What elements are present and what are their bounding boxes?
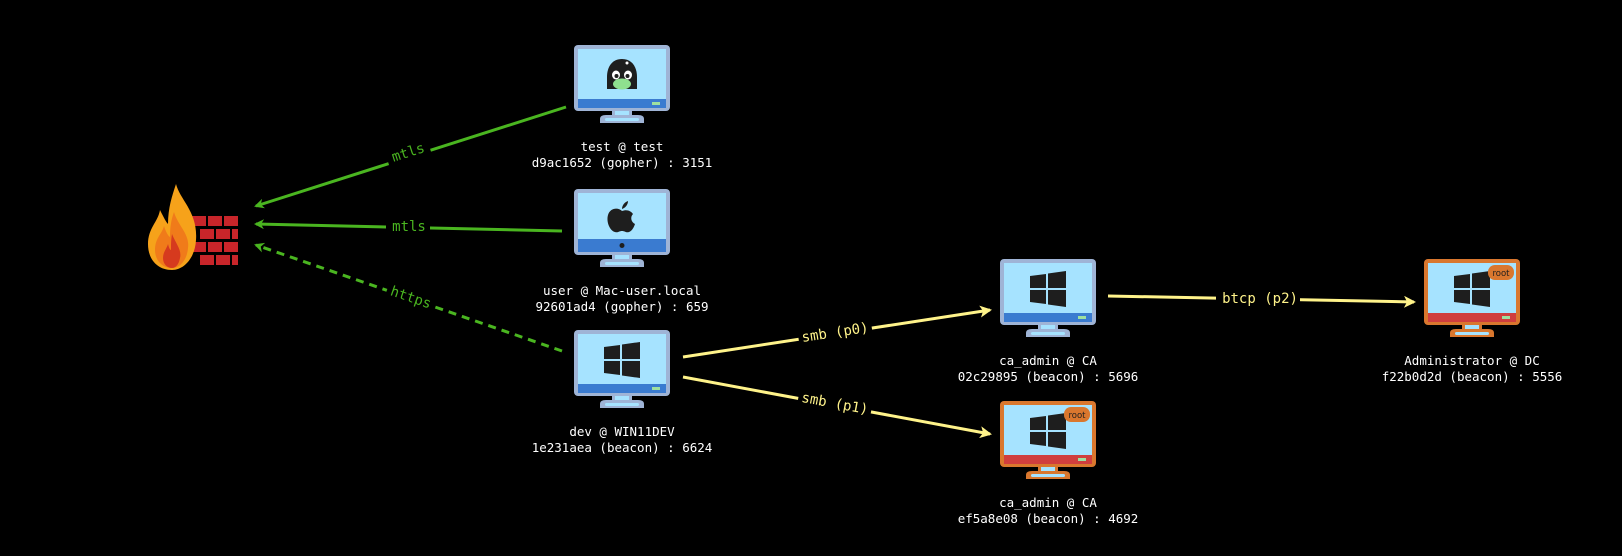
node-user-host: ca_admin @ CA	[999, 353, 1097, 368]
edge-label: btcp (p2)	[1222, 291, 1298, 307]
windows-icon	[604, 342, 640, 378]
session-node-dc[interactable]: root Administrator @ DC f22b0d2d (beacon…	[1352, 257, 1592, 385]
session-node-ca1[interactable]: root ca_admin @ CA ef5a8e08 (beacon) : 4…	[928, 399, 1168, 527]
node-session-info: ef5a8e08 (beacon) : 4692	[957, 511, 1139, 526]
node-session-info: d9ac1652 (gopher) : 3151	[531, 155, 713, 170]
windows-icon	[1030, 413, 1066, 449]
node-session-info: 92601ad4 (gopher) : 659	[535, 299, 709, 314]
linux-penguin-icon	[607, 59, 637, 90]
node-session-info: 1e231aea (beacon) : 6624	[531, 440, 713, 455]
session-node-ca0[interactable]: ca_admin @ CA 02c29895 (beacon) : 5696	[928, 257, 1168, 385]
computer-monitor-icon	[574, 189, 670, 267]
computer-monitor-icon	[1000, 259, 1096, 337]
session-node-dev[interactable]: dev @ WIN11DEV 1e231aea (beacon) : 6624	[502, 328, 742, 456]
node-session-info: f22b0d2d (beacon) : 5556	[1381, 369, 1563, 384]
root-badge: root	[1064, 407, 1090, 422]
apple-icon	[607, 201, 635, 233]
node-user-host: user @ Mac-user.local	[542, 283, 702, 298]
session-node-test[interactable]: test @ test d9ac1652 (gopher) : 3151	[502, 43, 742, 171]
edge-label: mtls	[392, 219, 426, 235]
node-user-host: Administrator @ DC	[1404, 353, 1540, 368]
root-badge: root	[1488, 265, 1514, 280]
root-badge-label: root	[1492, 269, 1510, 279]
firewall-fire-icon	[148, 184, 238, 270]
session-node-mac[interactable]: user @ Mac-user.local 92601ad4 (gopher) …	[502, 187, 742, 315]
edge-mac-to-server[interactable]: mtls	[254, 217, 563, 235]
node-session-info: 02c29895 (beacon) : 5696	[957, 369, 1139, 384]
node-user-host: dev @ WIN11DEV	[569, 424, 675, 439]
computer-monitor-icon	[574, 45, 670, 123]
node-user-host: test @ test	[580, 139, 664, 154]
node-user-host: ca_admin @ CA	[999, 495, 1097, 510]
windows-icon	[1454, 271, 1490, 307]
edge-ca0-to-dc[interactable]: btcp (p2)	[1107, 289, 1416, 308]
server-node[interactable]	[146, 182, 246, 277]
root-badge-label: root	[1068, 411, 1086, 421]
computer-monitor-icon	[574, 330, 670, 408]
computer-monitor-icon: root	[1000, 401, 1096, 479]
windows-icon	[1030, 271, 1066, 307]
computer-monitor-icon: root	[1424, 259, 1520, 337]
